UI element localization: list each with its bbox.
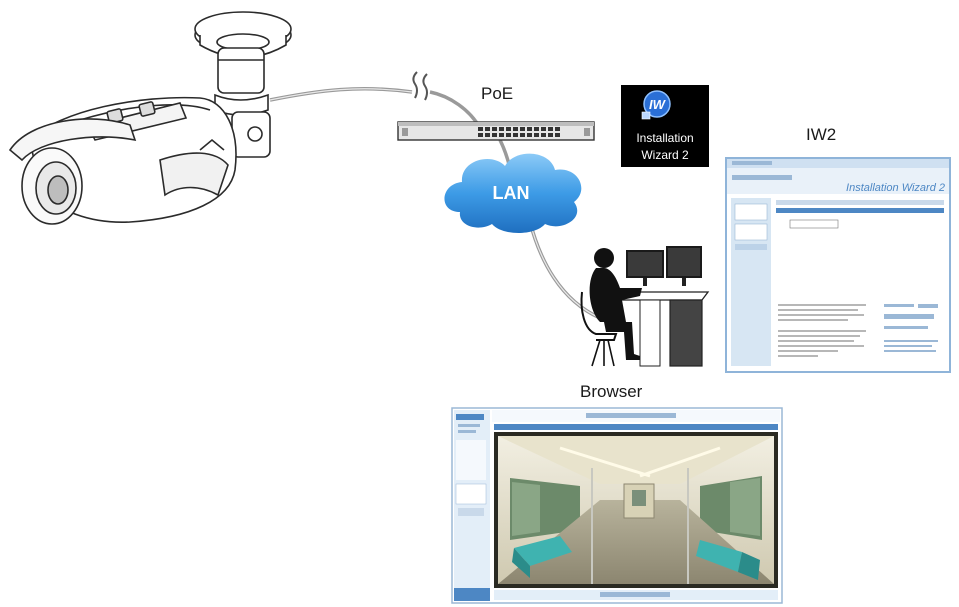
- cable-camera-to-poe: [269, 86, 413, 102]
- iw2-label: IW2: [806, 125, 837, 144]
- lan-label: LAN: [493, 183, 530, 203]
- cable-lan-to-workstation: [528, 221, 601, 320]
- poe-switch-ports: [478, 127, 560, 137]
- iw2-banner-title: Installation Wizard 2: [846, 182, 945, 194]
- poe-label: PoE: [481, 84, 514, 103]
- browser-label: Browser: [580, 382, 643, 401]
- installation-wizard-2-icon[interactable]: IW Installation Wizard 2: [621, 85, 709, 167]
- cable-break-mark: [412, 71, 428, 101]
- poe-switch: [397, 121, 595, 141]
- iw2-window-screenshot: Installation Wizard 2: [725, 157, 951, 373]
- browser-live-view-screenshot: [451, 407, 783, 604]
- bullet-camera: [8, 11, 292, 225]
- icon-label-line1: Installation: [636, 131, 693, 145]
- icon-label-line2: Wizard 2: [641, 148, 689, 162]
- iw-logo-text: IW: [649, 97, 667, 112]
- workstation: [580, 246, 710, 367]
- lan-cloud: LAN: [444, 153, 582, 233]
